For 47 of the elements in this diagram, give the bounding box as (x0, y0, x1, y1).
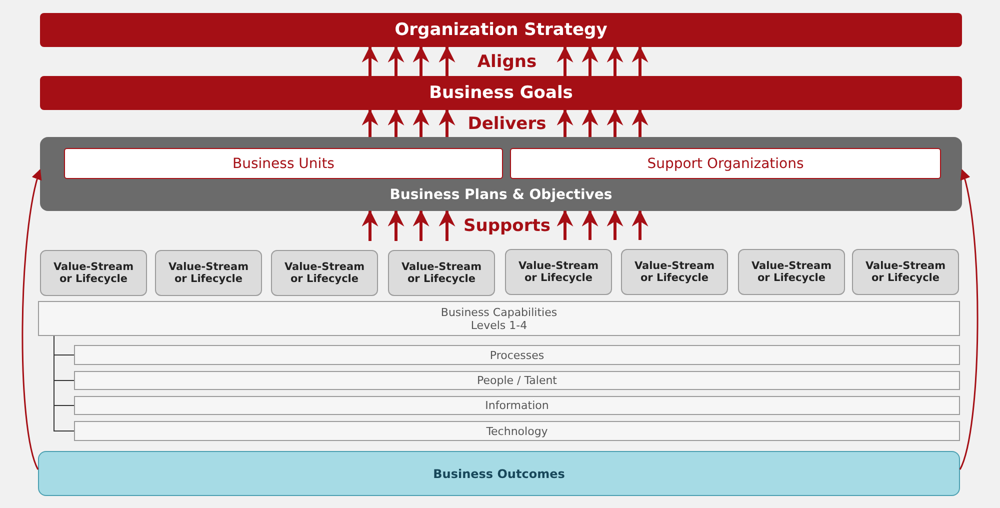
layer-bar (74, 345, 960, 365)
outcomes-box (38, 451, 960, 496)
box-label: People / Talent (477, 374, 557, 387)
capabilities-box (38, 301, 960, 336)
value-stream-box (852, 249, 959, 295)
layer-bar (74, 396, 960, 415)
arrow-row (632, 210, 648, 240)
connector-line (54, 336, 74, 432)
header-bar (40, 76, 962, 110)
box-label: Technology (486, 424, 548, 438)
arrow-row (556, 210, 624, 240)
plan-panel (40, 137, 962, 211)
layer-bar (74, 371, 960, 390)
box-label: Value-Stream or Lifecycle (400, 261, 483, 285)
arrow-row (362, 210, 378, 241)
value-stream-box (738, 249, 845, 295)
arrow-row (362, 46, 648, 76)
value-stream-box (271, 250, 378, 296)
box-label: Support Organizations (647, 156, 804, 172)
box-label: Business Capabilities Levels 1-4 (440, 306, 558, 332)
value-stream-box (388, 250, 495, 296)
panel-title: Business Plans & Objectives (390, 187, 612, 203)
arrow (22, 169, 42, 470)
box-label: Value-Stream or Lifecycle (864, 260, 947, 284)
arrow (959, 169, 978, 470)
value-stream-box (505, 249, 612, 295)
arrow-row (362, 108, 648, 137)
box-label: Value-Stream or Lifecycle (750, 260, 833, 284)
box-label: Business Units (232, 156, 334, 172)
value-stream-box (40, 250, 147, 296)
unit-box (64, 148, 503, 179)
value-stream-box (155, 250, 262, 296)
box-label: Value-Stream or Lifecycle (633, 260, 716, 284)
value-stream-box (621, 249, 728, 295)
box-label: Value-Stream or Lifecycle (167, 261, 250, 285)
box-label: Information (485, 399, 549, 412)
arrow-row (388, 210, 456, 241)
layer-bar (74, 421, 960, 441)
unit-box (510, 148, 941, 179)
box-label: Value-Stream or Lifecycle (52, 261, 135, 285)
box-label: Value-Stream or Lifecycle (517, 260, 600, 284)
box-label: Value-Stream or Lifecycle (283, 261, 366, 285)
box-label: Organization Strategy (394, 20, 608, 40)
header-bar (40, 13, 962, 47)
box-label: Business Outcomes (433, 466, 565, 480)
box-label: Processes (490, 348, 544, 362)
box-label: Business Goals (429, 83, 573, 103)
